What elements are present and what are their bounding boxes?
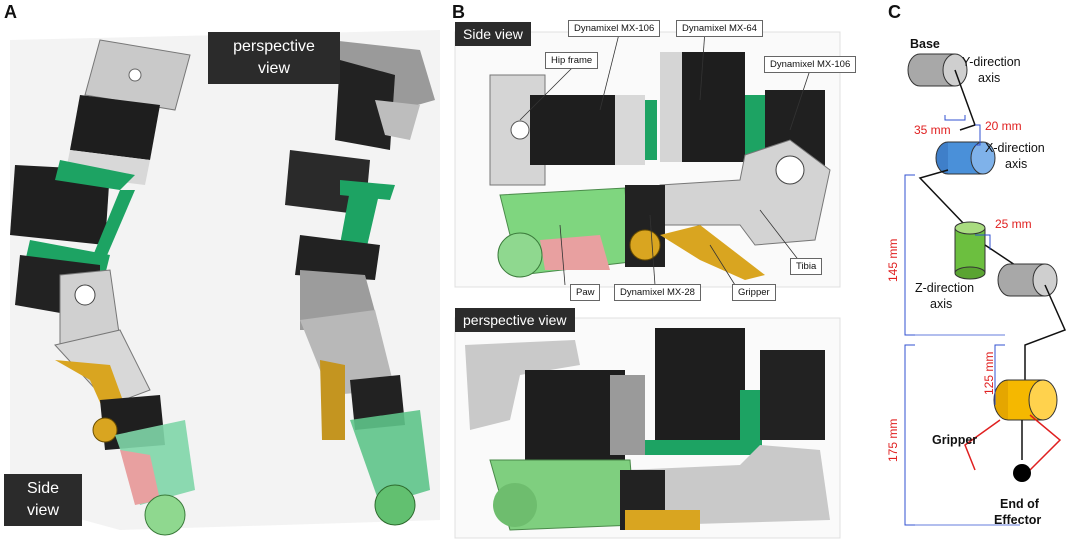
dim-35: 35 mm: [914, 123, 951, 137]
label-tibia: Tibia: [790, 258, 823, 275]
label-mx64: Dynamixel MX-64: [676, 20, 763, 37]
gripper-label: Gripper: [932, 433, 977, 447]
z-axis-label-line1: Z-direction: [915, 281, 974, 295]
label-mx106-b: Dynamixel MX-106: [764, 56, 857, 73]
dim-25: 25 mm: [995, 217, 1032, 231]
label-paw: Paw: [570, 284, 601, 301]
x-axis-label-line2: axis: [1005, 157, 1027, 171]
end-effector-label-line2: Effector: [994, 513, 1041, 527]
z-axis-label-line2: axis: [930, 297, 952, 311]
x-cylinder: [935, 141, 996, 175]
z-cylinder: [954, 221, 986, 280]
panel-a-side-tag: Side view: [4, 474, 82, 526]
second-grey-cylinder: [997, 263, 1058, 297]
label-mx28: Dynamixel MX-28: [614, 284, 701, 301]
panel-b-side-tag: Side view: [455, 22, 531, 46]
dim-145: 145 mm: [886, 239, 900, 282]
gripper-cylinder: [993, 379, 1058, 421]
x-axis-label-line1: X-direction: [985, 141, 1045, 155]
base-cylinder: [907, 53, 968, 87]
panel-b-perspective-tag: perspective view: [455, 308, 575, 332]
dim-175: 175 mm: [886, 419, 900, 462]
panel-a-side-leg: [10, 39, 195, 536]
panel-b-side-leg: [489, 52, 831, 280]
panel-a-perspective-tag: perspective view: [208, 32, 340, 84]
panel-b-leaders: [519, 29, 811, 286]
label-gripper-b: Gripper: [732, 284, 776, 301]
label-hip-frame: Hip frame: [545, 52, 599, 69]
label-mx106-a: Dynamixel MX-106: [568, 20, 661, 37]
y-axis-label-line1: Y-direction: [962, 55, 1021, 69]
panel-a-perspective-leg: [285, 40, 435, 526]
panel-b-letter: B: [452, 2, 465, 22]
panel-b-perspective-leg: [465, 328, 830, 531]
end-effector-label-line1: End of: [1000, 497, 1040, 511]
panel-a-letter: A: [4, 2, 17, 22]
panel-c-letter: C: [888, 2, 901, 22]
dim-20: 20 mm: [985, 119, 1022, 133]
y-axis-label-line2: axis: [978, 71, 1000, 85]
base-label: Base: [910, 37, 940, 51]
dim-125: 125 mm: [982, 352, 996, 395]
end-effector-dot: [1013, 464, 1031, 482]
panel-c-diagram: Base Y-direction axis 35 mm 20 mm X-dire…: [886, 37, 1067, 527]
